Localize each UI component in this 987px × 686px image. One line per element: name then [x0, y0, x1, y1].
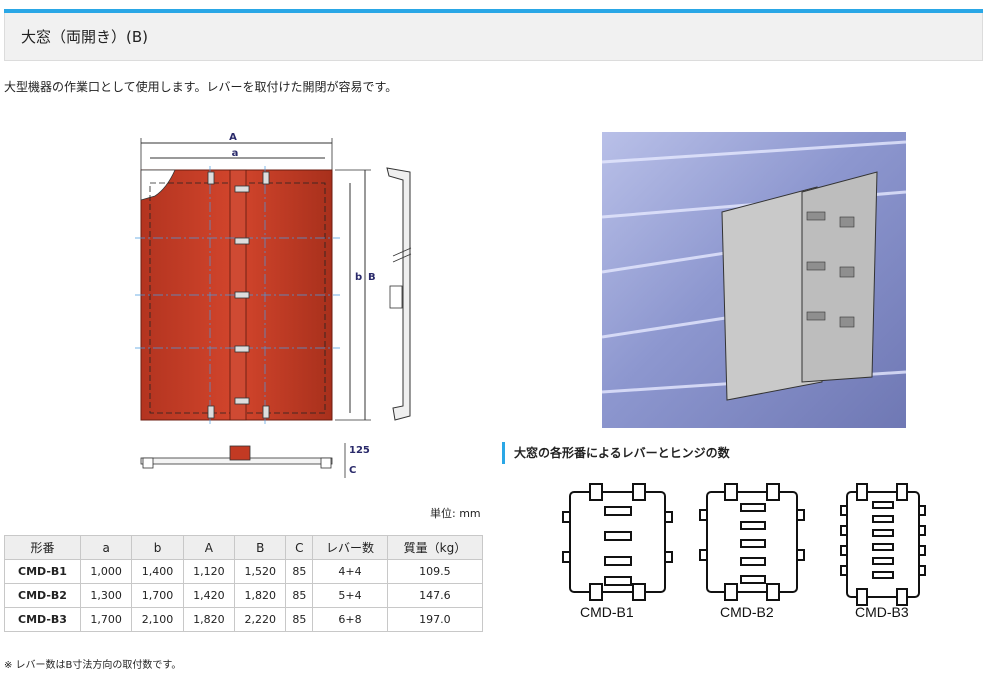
col-header-b: b [131, 535, 184, 560]
table-cell: 4+4 [312, 559, 388, 584]
table-cell: 1,000 [79, 559, 133, 584]
spec-table: 形番 a b A B C レバー数 質量（kg） CMD-B1 1,000 1,… [4, 535, 484, 632]
dim-a-label: a [232, 148, 239, 159]
table-cell: 197.0 [386, 607, 484, 632]
product-description: 大型機器の作業口として使用します。レバーを取付けた開閉が容易です。 [4, 80, 398, 94]
col-header-mass: 質量（kg） [386, 535, 484, 560]
dim-b-label: b [355, 272, 362, 283]
variant-b1-diagram [562, 483, 673, 601]
dim-B-label: B [368, 272, 376, 283]
table-cell: 1,400 [131, 559, 184, 584]
dim-A-label: A [229, 132, 237, 143]
table-row: CMD-B2 1,300 1,700 1,420 1,820 85 5+4 14… [4, 583, 484, 608]
table-cell: 147.6 [386, 583, 484, 608]
table-cell: 1,300 [79, 583, 133, 608]
table-row: CMD-B1 1,000 1,400 1,120 1,520 85 4+4 10… [4, 559, 484, 584]
page-header: 大窓（両開き）(B) [4, 13, 983, 61]
col-header-C: C [285, 535, 314, 560]
table-cell: 85 [285, 607, 314, 632]
col-header-model: 形番 [4, 535, 81, 560]
col-header-levers: レバー数 [312, 535, 388, 560]
col-header-a: a [79, 535, 133, 560]
page-title: 大窓（両開き）(B) [21, 28, 148, 46]
technical-drawing: A a b B [125, 128, 425, 488]
table-cell: 1,420 [182, 583, 236, 608]
table-cell: 1,120 [182, 559, 236, 584]
col-header-A: A [182, 535, 236, 560]
table-cell: 5+4 [312, 583, 388, 608]
table-cell: CMD-B3 [4, 607, 81, 632]
table-cell: 2,100 [131, 607, 184, 632]
table-cell: CMD-B2 [4, 583, 81, 608]
table-cell: 6+8 [312, 607, 388, 632]
table-cell: CMD-B1 [4, 559, 81, 584]
top-accent-bar [4, 9, 983, 13]
table-cell: 1,820 [234, 583, 287, 608]
unit-label: 単位: mm [430, 507, 481, 520]
table-cell: 85 [285, 583, 314, 608]
product-render-image [602, 132, 906, 428]
side-view [386, 167, 411, 421]
variant-b3-diagram [840, 483, 926, 606]
variant-label-b1: CMD-B1 [580, 604, 634, 620]
table-cell: 109.5 [386, 559, 484, 584]
spec-table-header-row: 形番 a b A B C レバー数 質量（kg） [4, 535, 484, 560]
col-header-B: B [234, 535, 287, 560]
variant-diagrams: CMD-B1 CMD-B2 CMD-B3 [545, 482, 945, 632]
variant-label-b3: CMD-B3 [855, 604, 909, 620]
table-cell: 1,520 [234, 559, 287, 584]
footnote: ※ レバー数はB寸法方向の取付数です。 [4, 660, 182, 671]
variants-heading: 大窓の各形番によるレバーとヒンジの数 [502, 442, 730, 464]
variant-b2-diagram [699, 483, 805, 601]
dim-125-label: 125 [349, 445, 370, 456]
table-cell: 2,220 [234, 607, 287, 632]
table-cell: 1,820 [182, 607, 236, 632]
table-cell: 1,700 [131, 583, 184, 608]
table-cell: 85 [285, 559, 314, 584]
dim-C-label: C [349, 465, 356, 476]
table-row: CMD-B3 1,700 2,100 1,820 2,220 85 6+8 19… [4, 607, 484, 632]
variant-label-b2: CMD-B2 [720, 604, 774, 620]
table-cell: 1,700 [79, 607, 133, 632]
